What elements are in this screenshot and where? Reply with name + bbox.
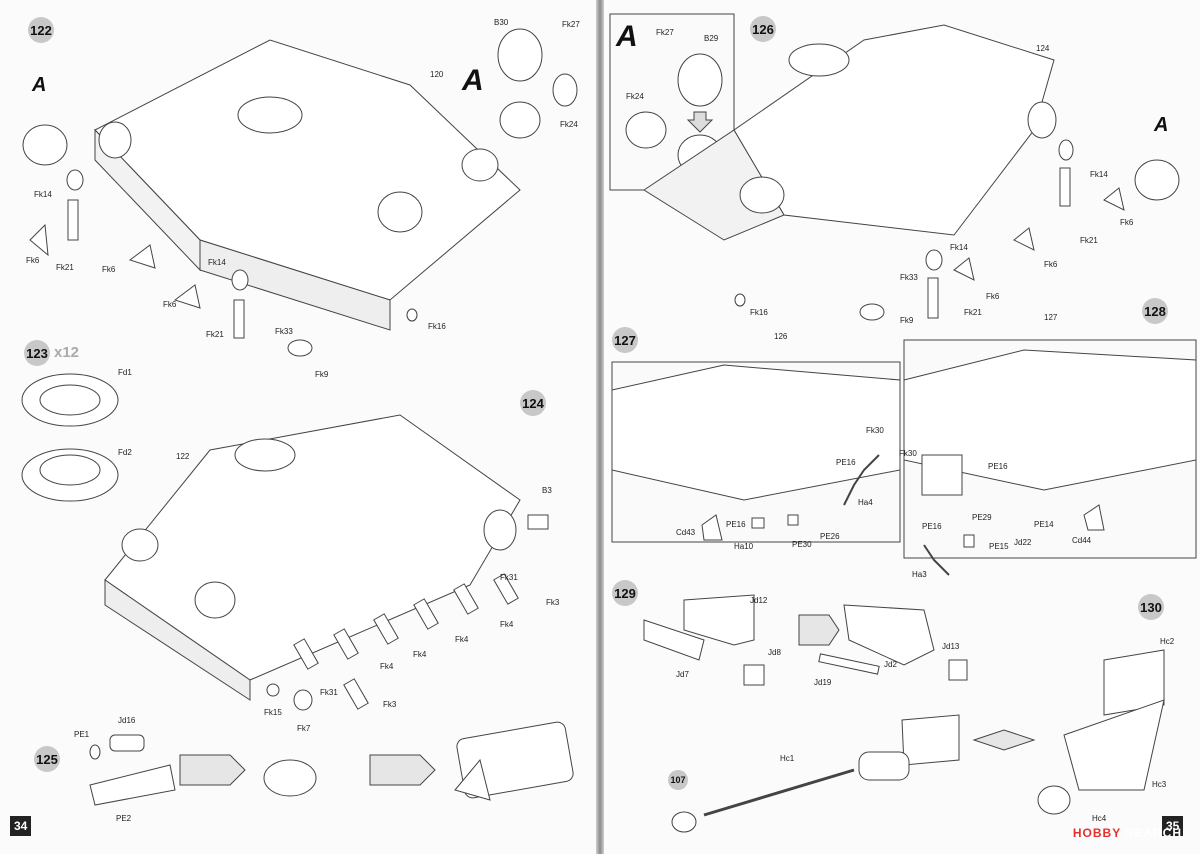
label-122-ref: 122 [176,452,190,461]
label-fk30: Fk30 [899,449,917,458]
label-fd2: Fd2 [118,448,132,457]
step-123-multiplier: x12 [54,344,80,361]
label-fk14: Fk14 [1090,170,1108,179]
label-fk27: Fk27 [562,20,580,29]
label-jd16: Jd16 [118,716,136,725]
label-jd12: Jd12 [750,596,768,605]
label-fk6: Fk6 [26,256,40,265]
label-120: 120 [430,70,444,79]
label-fk9: Fk9 [900,316,914,325]
page-number-right: 35 [1162,816,1184,836]
label-fk21: Fk21 [1080,236,1098,245]
step-124-number: 124 [520,390,546,416]
label-fk4-c: Fk4 [413,650,427,659]
label-fk30: Fk30 [866,426,884,435]
label-ha3: Ha3 [912,570,927,579]
label-fk4-b: Fk4 [455,635,469,644]
label-fk4-d: Fk4 [380,662,394,671]
step-127-number: 127 [612,327,638,353]
label-pe14: PE14 [1034,520,1054,529]
step-125-number: 125 [34,746,60,772]
label-hc2: Hc2 [1160,637,1175,646]
label-b3: B3 [542,486,552,495]
label-pe29: PE29 [972,513,992,522]
label-fk16: Fk16 [750,308,768,317]
label-fk33: Fk33 [275,327,293,336]
label-cd44: Cd44 [1072,536,1092,545]
step-128-number: 128 [1142,298,1168,324]
instruction-page-left: 122 123 x12 124 125 A A Fk27 B30 Fk24 12… [0,0,596,854]
label-jd8: Jd8 [768,648,781,657]
label-fk21: Fk21 [56,263,74,272]
label-hc1: Hc1 [780,754,795,763]
label-fk24: Fk24 [626,92,644,101]
label-hc4: Hc4 [1092,814,1107,823]
label-fk3: Fk3 [546,598,560,607]
label-fk4-a: Fk4 [500,620,514,629]
label-fk31-b: Fk31 [320,688,338,697]
step-122-number: 122 [28,17,54,43]
detail-mark-a-large: A [616,20,638,53]
label-fd1: Fd1 [118,368,132,377]
label-127-ref: 127 [1044,313,1058,322]
label-pe30: PE30 [792,540,812,549]
step-130-number: 130 [1138,594,1164,620]
label-fk14-b: Fk14 [208,258,226,267]
left-page-line-art [21,28,578,806]
label-fk6-b: Fk6 [1044,260,1058,269]
label-fk27: Fk27 [656,28,674,37]
label-fk24: Fk24 [560,120,578,129]
right-page-line-art [609,13,1197,833]
step-129-number: 129 [612,580,638,606]
label-fk6-c: Fk6 [163,300,177,309]
label-pe1: PE1 [74,730,90,739]
watermark-brand: HOBBY [1072,826,1121,840]
label-fk21-b: Fk21 [206,330,224,339]
label-124-ref: 124 [1036,44,1050,53]
label-b30: B30 [494,18,509,27]
label-fk6-b: Fk6 [102,265,116,274]
label-b29: B29 [704,34,719,43]
label-fk14: Fk14 [34,190,52,199]
label-pe16: PE16 [988,462,1008,471]
detail-mark-a-small: A [32,74,47,96]
page-number-left: 34 [10,816,32,836]
label-fk14-b: Fk14 [950,243,968,252]
watermark: HOBBY SEARCH [1073,826,1182,840]
label-fk16: Fk16 [428,322,446,331]
label-pe26: PE26 [820,532,840,541]
step-107-reference: 107 [668,770,688,790]
label-fk6-c: Fk6 [986,292,1000,301]
label-jd2: Jd2 [884,660,897,669]
detail-mark-a-small: A [1154,114,1169,136]
label-fk7: Fk7 [297,724,311,733]
label-hc3: Hc3 [1152,780,1167,789]
label-pe16-b: PE16 [922,522,942,531]
label-fk31: Fk31 [500,573,518,582]
label-fk6: Fk6 [1120,218,1134,227]
label-pe16: PE16 [836,458,856,467]
step-123-number: 123 [24,340,50,366]
label-pe15: PE15 [989,542,1009,551]
label-fk3-b: Fk3 [383,700,397,709]
watermark-rest: SEARCH [1120,826,1182,840]
label-jd22: Jd22 [1014,538,1032,547]
label-jd7: Jd7 [676,670,689,679]
label-cd43: Cd43 [676,528,696,537]
instruction-page-right: 126 127 128 129 130 A A Fk27 B29 Fk24 12… [604,0,1200,854]
label-fk33: Fk33 [900,273,918,282]
label-pe16-b: PE16 [726,520,746,529]
label-126-ref: 126 [774,332,788,341]
label-ha4: Ha4 [858,498,873,507]
label-fk15: Fk15 [264,708,282,717]
label-ha10: Ha10 [734,542,754,551]
label-jd13: Jd13 [942,642,960,651]
label-fk9: Fk9 [315,370,329,379]
detail-mark-a-large: A [462,64,484,97]
label-fk21-b: Fk21 [964,308,982,317]
step-126-number: 126 [750,16,776,42]
label-pe2: PE2 [116,814,132,823]
book-gutter [596,0,604,854]
label-jd19: Jd19 [814,678,832,687]
